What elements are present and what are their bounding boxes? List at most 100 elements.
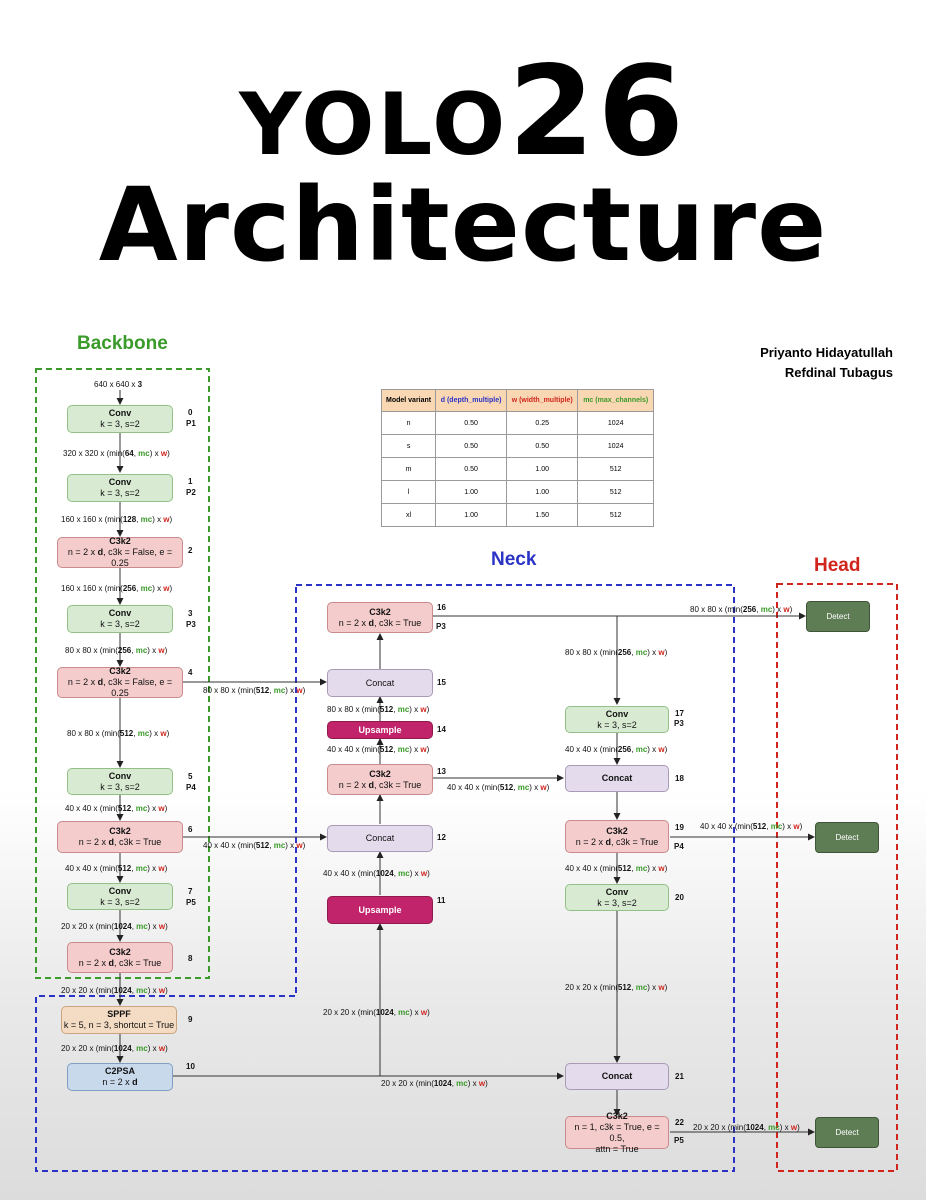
edge-label-tail: ) bbox=[164, 646, 168, 655]
node-title: Concat bbox=[365, 833, 395, 843]
edge-label-tail: ) bbox=[485, 1079, 488, 1088]
model-variant-table: Model variant d (depth_multiple) w (widt… bbox=[380, 389, 654, 527]
node-params: n = 1, c3k = True, e = 0.5, bbox=[574, 1121, 660, 1143]
edge-label-prefix: 160 x 160 x (min( bbox=[61, 515, 123, 524]
edge-label-mc: mc bbox=[273, 841, 286, 850]
node-title: Detect bbox=[835, 833, 859, 842]
edge-label-x: ) x bbox=[409, 705, 421, 714]
node-title: C3k2 bbox=[369, 606, 391, 617]
edge-label-tail: ) bbox=[789, 605, 793, 614]
edge-label-mc: mc bbox=[140, 515, 153, 524]
edge-label-x: ) x bbox=[152, 584, 164, 593]
edge-label-channels: 512 bbox=[617, 864, 632, 873]
edge-label-channels: 256 bbox=[617, 745, 632, 754]
edge-label-w: w bbox=[420, 869, 428, 878]
edge-label-mc: mc bbox=[140, 584, 153, 593]
table-header-row: Model variant d (depth_multiple) w (widt… bbox=[380, 389, 654, 412]
edge-label-channels: 512 bbox=[752, 822, 767, 831]
edge-label-tail: ) bbox=[165, 922, 168, 931]
edge-label-w: w bbox=[158, 986, 166, 995]
edge-shape-label: 40 x 40 x (min(512, mc) x w) bbox=[65, 864, 167, 874]
node-scale-tag: P3 bbox=[436, 622, 446, 631]
edge-label-w: w bbox=[790, 1123, 798, 1132]
node-params: n = 2 x d, c3k = True bbox=[338, 779, 422, 790]
node-12-concat: Concat bbox=[327, 825, 433, 852]
node-params: k = 3, s=2 bbox=[100, 781, 140, 792]
node-title: Conv bbox=[605, 886, 629, 897]
edge-label-tail: ) bbox=[302, 841, 306, 850]
detect-p3: Detect bbox=[806, 601, 870, 632]
table-cell: 1.00 bbox=[435, 503, 508, 527]
edge-label-w: w bbox=[420, 1008, 428, 1017]
edge-label-w: w bbox=[160, 449, 168, 458]
edge-label-prefix: 20 x 20 x (min( bbox=[381, 1079, 434, 1088]
node-params: k = 5, n = 3, shortcut = True bbox=[63, 1020, 175, 1030]
edge-label-x: ) x bbox=[285, 686, 297, 695]
node-params: n = 2 x d bbox=[102, 1077, 138, 1087]
node-title: Conv bbox=[108, 770, 132, 781]
edge-label-tail: ) bbox=[664, 983, 668, 992]
node-title: Conv bbox=[605, 708, 629, 719]
edge-label-x: ) x bbox=[147, 864, 159, 873]
edge-label-channels: 512 bbox=[117, 804, 132, 813]
edge-label-mc: mc bbox=[770, 822, 783, 831]
table-cell: 1.50 bbox=[506, 503, 579, 527]
table-cell: 0.50 bbox=[506, 434, 579, 458]
node-14-upsample: Upsample bbox=[327, 721, 433, 739]
edge-shape-label: 160 x 160 x (min(128, mc) x w) bbox=[61, 515, 172, 525]
edge-label-prefix: 40 x 40 x (min( bbox=[700, 822, 753, 831]
node-scale-tag: P3 bbox=[186, 620, 196, 629]
edge-label-tail: ) bbox=[166, 729, 170, 738]
edge-label-tail: ) bbox=[165, 1044, 168, 1053]
edge-label-w: w bbox=[420, 705, 427, 714]
edge-label-prefix: 80 x 80 x (min( bbox=[67, 729, 120, 738]
depth-multiplier: d bbox=[132, 1077, 138, 1087]
depth-multiplier: d bbox=[368, 617, 375, 628]
table-header: d (depth_multiple) bbox=[435, 389, 508, 412]
detect-p5: Detect bbox=[815, 1117, 879, 1148]
edge-label-prefix: 80 x 80 x (min( bbox=[690, 605, 743, 614]
edge-label-tail: ) bbox=[167, 449, 170, 458]
node-scale-tag: P4 bbox=[186, 783, 196, 792]
edge-label-prefix: 40 x 40 x (min( bbox=[327, 745, 380, 754]
node-index: 18 bbox=[675, 774, 684, 783]
node-scale-tag: P5 bbox=[674, 1136, 684, 1145]
node-index: 13 bbox=[437, 767, 446, 776]
node-params: k = 3, s=2 bbox=[597, 897, 637, 908]
edge-shape-label: 40 x 40 x (min(256, mc) x w) bbox=[565, 745, 667, 755]
table-cell: 1.00 bbox=[506, 480, 579, 504]
edge-label-tail: ) bbox=[546, 783, 550, 792]
edge-label-x: ) x bbox=[647, 983, 659, 992]
edge-label-channels: 512 bbox=[499, 783, 514, 792]
edge-label-prefix: 40 x 40 x (min( bbox=[65, 804, 118, 813]
edge-label-prefix: 40 x 40 x (min( bbox=[447, 783, 500, 792]
edge-label-prefix: 80 x 80 x (min( bbox=[565, 648, 618, 657]
edge-label-prefix: 20 x 20 x (min( bbox=[61, 1044, 114, 1053]
edge-label-channels: 64 bbox=[124, 449, 134, 458]
edge-label-sep: , bbox=[756, 605, 761, 614]
edge-shape-label: 20 x 20 x (min(1024, mc) x w) bbox=[693, 1123, 800, 1133]
edge-label-x: ) x bbox=[529, 783, 541, 792]
edge-label-tail: ) bbox=[427, 1008, 430, 1017]
edge-label-sep: , bbox=[133, 729, 138, 738]
node-params: k = 3, s=2 bbox=[100, 488, 140, 498]
edge-label-channels: 256 bbox=[122, 584, 137, 593]
edge-label-prefix: 20 x 20 x (min( bbox=[693, 1123, 746, 1132]
edge-shape-label: 40 x 40 x (min(512, mc) x w) bbox=[327, 745, 429, 755]
node-title: C3k2 bbox=[109, 536, 131, 546]
node-index: 11 bbox=[437, 896, 446, 905]
input-shape-label: 640 x 640 x 3 bbox=[94, 380, 142, 390]
edge-label-x: ) x bbox=[149, 729, 161, 738]
edge-label-mc: mc bbox=[273, 686, 286, 695]
edge-label-sep: , bbox=[131, 864, 136, 873]
edge-label-w: w bbox=[158, 1044, 166, 1053]
